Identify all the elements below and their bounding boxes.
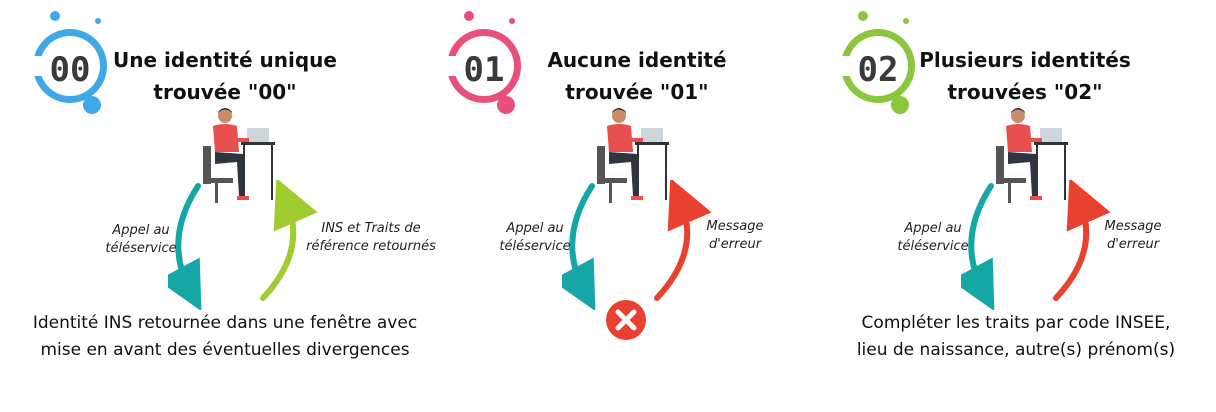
badge-code: 02 (858, 50, 899, 90)
panel-title: Aucune identité trouvée "01" (547, 48, 727, 104)
right-label: Message d'erreur (706, 219, 764, 252)
exchange-arrows (961, 180, 1111, 310)
panel-01: 01 Aucune identité trouvée "01" Appel au… (442, 0, 842, 412)
exchange-arrows (562, 180, 712, 310)
panel-02: 02 Plusieurs identités trouvées "02" App… (836, 0, 1216, 412)
person-at-desk-icon (203, 108, 275, 203)
left-label: Appel au téléservice (499, 221, 571, 254)
badge-code: 00 (50, 50, 91, 90)
error-x-icon (606, 300, 646, 340)
right-label: INS et Traits de référence retournés (306, 221, 436, 254)
person-at-desk-icon (597, 108, 669, 203)
panel-00: 00 Une identité unique trouvée "00" Appe… (28, 0, 436, 412)
person-at-desk-icon (996, 108, 1068, 203)
panel-title: Une identité unique trouvée "00" (113, 48, 337, 104)
badge-02-icon: 02 (836, 11, 915, 114)
left-label: Appel au téléservice (105, 223, 177, 256)
badge-00-icon: 00 (28, 11, 107, 114)
result-text: Identité INS retournée dans une fenêtre … (32, 313, 418, 360)
exchange-arrows (168, 180, 318, 310)
badge-01-icon: 01 (442, 11, 521, 114)
badge-code: 01 (464, 50, 505, 90)
right-label: Message d'erreur (1104, 219, 1162, 252)
panel-title: Plusieurs identités trouvées "02" (919, 48, 1131, 104)
result-text: Compléter les traits par code INSEE, lie… (856, 313, 1176, 360)
left-label: Appel au téléservice (897, 221, 969, 254)
